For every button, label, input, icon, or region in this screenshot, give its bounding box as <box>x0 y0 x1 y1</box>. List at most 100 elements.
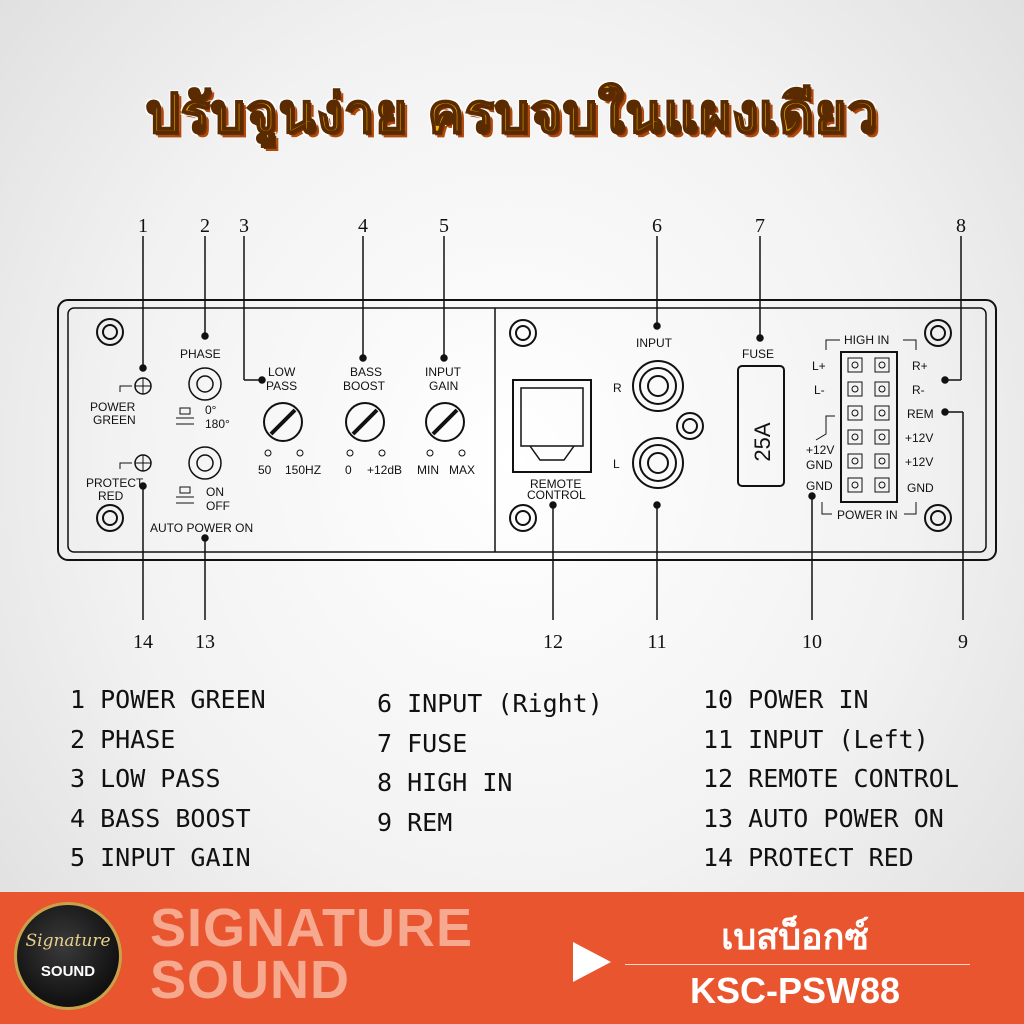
power-in-label: POWER IN <box>837 508 898 522</box>
power-bracket-left <box>815 415 835 441</box>
power-green-led <box>119 377 152 395</box>
callout-8: 8 <box>956 215 966 237</box>
callout-9: 9 <box>958 631 968 653</box>
phase-0-label: 0° <box>205 403 217 417</box>
term-12v-left: +12V <box>806 443 834 457</box>
protect-red-label-1: PROTECT <box>86 476 144 490</box>
bass-boost-label-2: BOOST <box>343 379 386 393</box>
terminal-row <box>847 357 890 373</box>
term-rem: REM <box>907 407 934 421</box>
callout-4: 4 <box>358 215 368 237</box>
knob-min-dot <box>264 449 272 457</box>
product-type: เบสบ็อกซ์ <box>721 917 869 958</box>
headline: ปรับจูนง่าย ครบจบในแผงเดียว <box>144 81 879 146</box>
fuse-holder[interactable] <box>737 365 785 487</box>
brand-logo: Signature SOUND <box>14 902 122 1010</box>
footer-banner: Signature SOUND SIGNATURE SOUND เบสบ็อกซ… <box>0 892 1024 1024</box>
bass-min: 0 <box>345 463 352 477</box>
legend-item: 10 POWER IN <box>703 685 869 714</box>
brand-name: SIGNATURE SOUND <box>150 898 474 1010</box>
knob-max-dot <box>296 449 304 457</box>
term-gnd-right: GND <box>907 481 934 495</box>
callout-lines <box>139 236 964 620</box>
gain-min: MIN <box>417 463 439 477</box>
term-gnd-left-1: GND <box>806 458 833 472</box>
input-gain-label-2: GAIN <box>429 379 458 393</box>
phase-label: PHASE <box>180 347 221 361</box>
terminal-row <box>847 405 890 421</box>
callout-1: 1 <box>138 215 148 237</box>
term-r-minus: R- <box>912 383 925 397</box>
callout-2: 2 <box>200 215 210 237</box>
bass-boost-knob[interactable] <box>345 402 385 442</box>
callout-5: 5 <box>439 215 449 237</box>
callout-7: 7 <box>755 215 765 237</box>
remote-label-2: CONTROL <box>527 488 586 502</box>
term-l-plus: L+ <box>812 359 826 373</box>
knob-max-dot <box>458 449 466 457</box>
rca-input-left[interactable] <box>632 437 684 489</box>
brand-line-2: SOUND <box>150 950 351 1010</box>
bass-max: +12dB <box>367 463 402 477</box>
switch-position-icon <box>176 486 194 504</box>
rca-input-right[interactable] <box>632 360 684 412</box>
input-gain-knob[interactable] <box>425 402 465 442</box>
legend-item: 6 INPUT (Right) <box>377 689 603 718</box>
auto-power-switch[interactable] <box>188 446 222 480</box>
legend-item: 8 HIGH IN <box>377 768 513 797</box>
legend-column-1: 1 POWER GREEN 2 PHASE 3 LOW PASS 4 BASS … <box>70 680 266 878</box>
legend-item: 11 INPUT (Left) <box>703 724 929 754</box>
terminal-block <box>840 351 898 503</box>
callout-3: 3 <box>239 215 249 237</box>
low-pass-max: 150HZ <box>285 463 321 477</box>
remote-label-1: REMOTE <box>530 477 581 491</box>
input-label: INPUT <box>636 336 673 350</box>
term-12v-right-a: +12V <box>905 431 933 445</box>
protect-red-label-2: RED <box>98 489 124 503</box>
input-l-label: L <box>613 457 620 471</box>
callout-14: 14 <box>133 631 153 653</box>
callout-10: 10 <box>802 631 822 653</box>
callout-13: 13 <box>195 631 215 653</box>
auto-power-on-label: AUTO POWER ON <box>150 521 253 535</box>
low-pass-label-2: PASS <box>266 379 297 393</box>
legend-item: 1 POWER GREEN <box>70 685 266 714</box>
gain-max: MAX <box>449 463 475 477</box>
low-pass-knob[interactable] <box>263 402 303 442</box>
legend-item: 14 PROTECT RED <box>703 843 914 872</box>
terminal-row <box>847 477 890 493</box>
fuse-value: 25A <box>750 422 775 461</box>
logo-script: Signature <box>25 931 111 951</box>
auto-off-label: OFF <box>206 499 230 513</box>
terminal-row <box>847 381 890 397</box>
screw-icon <box>924 319 952 347</box>
high-in-bracket <box>903 339 917 350</box>
remote-control-port[interactable] <box>512 379 592 473</box>
protect-red-led <box>119 454 152 472</box>
power-green-label-1: POWER <box>90 400 136 414</box>
high-in-bracket <box>825 339 840 350</box>
fuse-label: FUSE <box>742 347 774 361</box>
power-in-bracket <box>821 502 832 515</box>
term-l-minus: L- <box>814 383 825 397</box>
low-pass-label-1: LOW <box>268 365 296 379</box>
screw-icon <box>924 504 952 532</box>
legend-item: 12 REMOTE CONTROL <box>703 764 959 793</box>
power-green-label-2: GREEN <box>93 413 136 427</box>
logo-word: SOUND <box>40 963 96 980</box>
panel-inner-frame <box>67 307 987 553</box>
amplifier-panel-diagram: POWER GREEN PROTECT RED PHASE 0° 180° ON… <box>57 215 997 653</box>
legend-column-3: 10 POWER IN 11 INPUT (Left) 12 REMOTE CO… <box>703 680 959 878</box>
input-gain-label-1: INPUT <box>425 365 462 379</box>
terminal-row <box>847 453 890 469</box>
legend-item: 7 FUSE <box>377 728 468 758</box>
panel-outer-frame <box>57 299 997 561</box>
callout-11: 11 <box>647 631 666 653</box>
phase-switch[interactable] <box>188 367 222 401</box>
screw-icon <box>96 504 124 532</box>
banner-divider <box>625 964 970 965</box>
legend-item: 3 LOW PASS <box>70 764 221 793</box>
brand-line-1: SIGNATURE <box>150 898 474 958</box>
screw-icon <box>96 318 124 346</box>
power-in-bracket <box>904 502 917 515</box>
